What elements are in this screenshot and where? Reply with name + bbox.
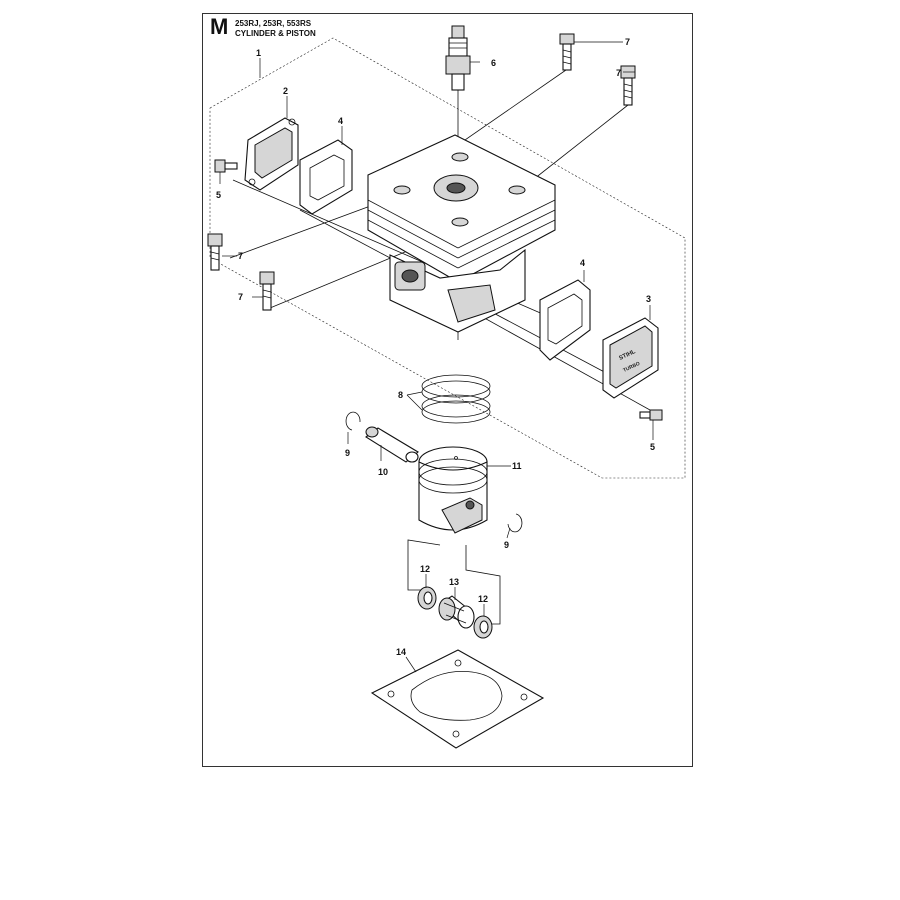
callout-2: 2 <box>283 86 288 96</box>
thrust-washer-left <box>417 586 437 610</box>
cylinder-assembly-outline <box>209 37 686 479</box>
callout-12-left: 12 <box>420 564 430 574</box>
intake-cover <box>244 117 299 191</box>
piston-pin <box>365 426 419 463</box>
guide-line <box>519 104 629 191</box>
screw-left-upper <box>207 233 223 271</box>
guide-line <box>407 539 441 591</box>
leader-lines <box>219 41 654 673</box>
piston-rings <box>421 374 491 424</box>
base-gasket <box>370 649 545 749</box>
flange-gasket-lower <box>539 279 591 361</box>
callout-5-right: 5 <box>650 442 655 452</box>
callout-8: 8 <box>398 390 403 400</box>
exhaust-cover: STIHL TURBO <box>602 317 659 399</box>
screw-top-center <box>559 33 575 71</box>
callout-10: 10 <box>378 467 388 477</box>
callout-7-right: 7 <box>616 68 621 78</box>
callout-7-top: 7 <box>625 37 630 47</box>
callout-13: 13 <box>449 577 459 587</box>
callout-7-left-upper: 7 <box>238 251 243 261</box>
thrust-washer-right <box>473 615 493 639</box>
callout-7-left-lower: 7 <box>238 292 243 302</box>
callout-4-upper: 4 <box>338 116 343 126</box>
callout-1: 1 <box>256 48 261 58</box>
callout-14: 14 <box>396 647 406 657</box>
section-title: CYLINDER & PISTON <box>235 29 316 38</box>
small-screw-right <box>639 409 663 421</box>
guide-line <box>465 545 501 625</box>
model-list: 253RJ, 253R, 553RS <box>235 19 312 28</box>
callout-9-right: 9 <box>504 540 509 550</box>
callout-4-lower: 4 <box>580 258 585 268</box>
circlip-right <box>507 513 523 533</box>
circlip-left <box>345 411 361 431</box>
needle-bearing <box>438 595 475 629</box>
flange-gasket-upper <box>299 139 353 215</box>
section-letter: M <box>210 14 229 39</box>
small-screw-left <box>214 159 238 173</box>
callout-11: 11 <box>512 461 522 471</box>
callout-6: 6 <box>491 58 496 68</box>
screw-left-lower <box>259 271 275 311</box>
callout-9-left: 9 <box>345 448 350 458</box>
spark-plug <box>445 25 471 91</box>
callout-3: 3 <box>646 294 651 304</box>
callout-12-right: 12 <box>478 594 488 604</box>
callout-5-left: 5 <box>216 190 221 200</box>
piston <box>418 446 488 534</box>
cylinder <box>367 134 556 333</box>
